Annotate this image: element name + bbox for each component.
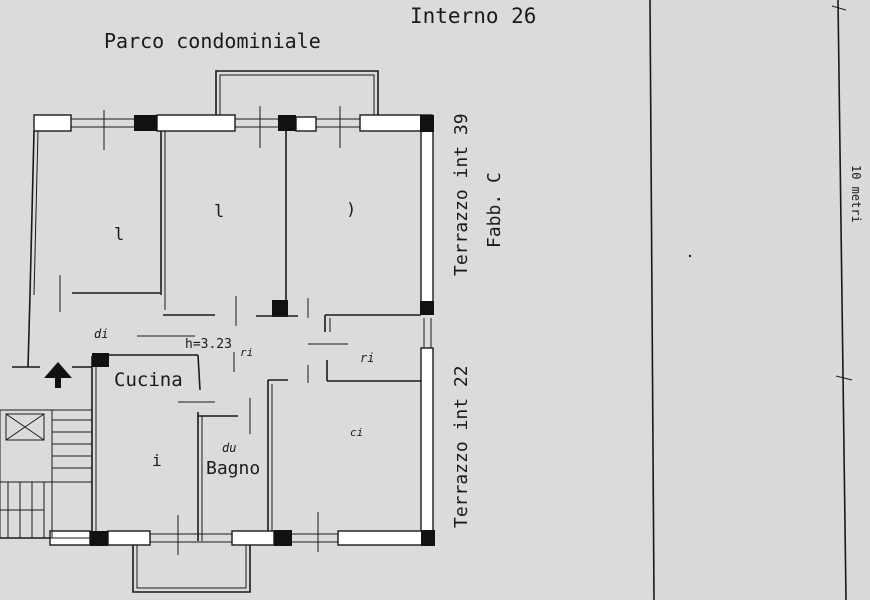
kitchen-mark: i [152,451,162,470]
scale-bar: 10 metri [831,0,863,600]
room-mark-c: ) [346,200,356,220]
interior-walls [59,131,421,541]
south-balcony [132,545,251,593]
outer-walls [12,106,434,555]
unit-title: Interno 26 [410,4,536,28]
terrace-south-label: Terrazzo int 22 [451,365,472,528]
room-mark-a: l [114,225,124,245]
corridor-mark-b: ri [240,346,253,359]
room-mark-d: ci [350,426,363,439]
corridor-mark: di [94,327,108,341]
pillars [90,115,435,546]
building-label: Fabb. C [484,172,505,248]
stairwell [0,409,93,539]
margin-panel [652,0,870,600]
terrace-north-label: Terrazzo int 39 [451,113,472,276]
kitchen-label: Cucina [114,369,183,391]
room-mark-b: l [214,202,224,222]
bathroom-label: Bagno [206,458,260,479]
entrance-arrow-icon [44,362,72,388]
margin-line [649,0,655,600]
bath-mark: du [222,441,236,455]
closet-mark: ri [360,351,374,365]
north-balcony [215,70,379,117]
scale-label: 10 metri [849,165,863,223]
ceiling-height: h=3.23 [185,337,232,352]
courtyard-label: Parco condominiale [104,29,321,53]
speck [688,254,692,258]
